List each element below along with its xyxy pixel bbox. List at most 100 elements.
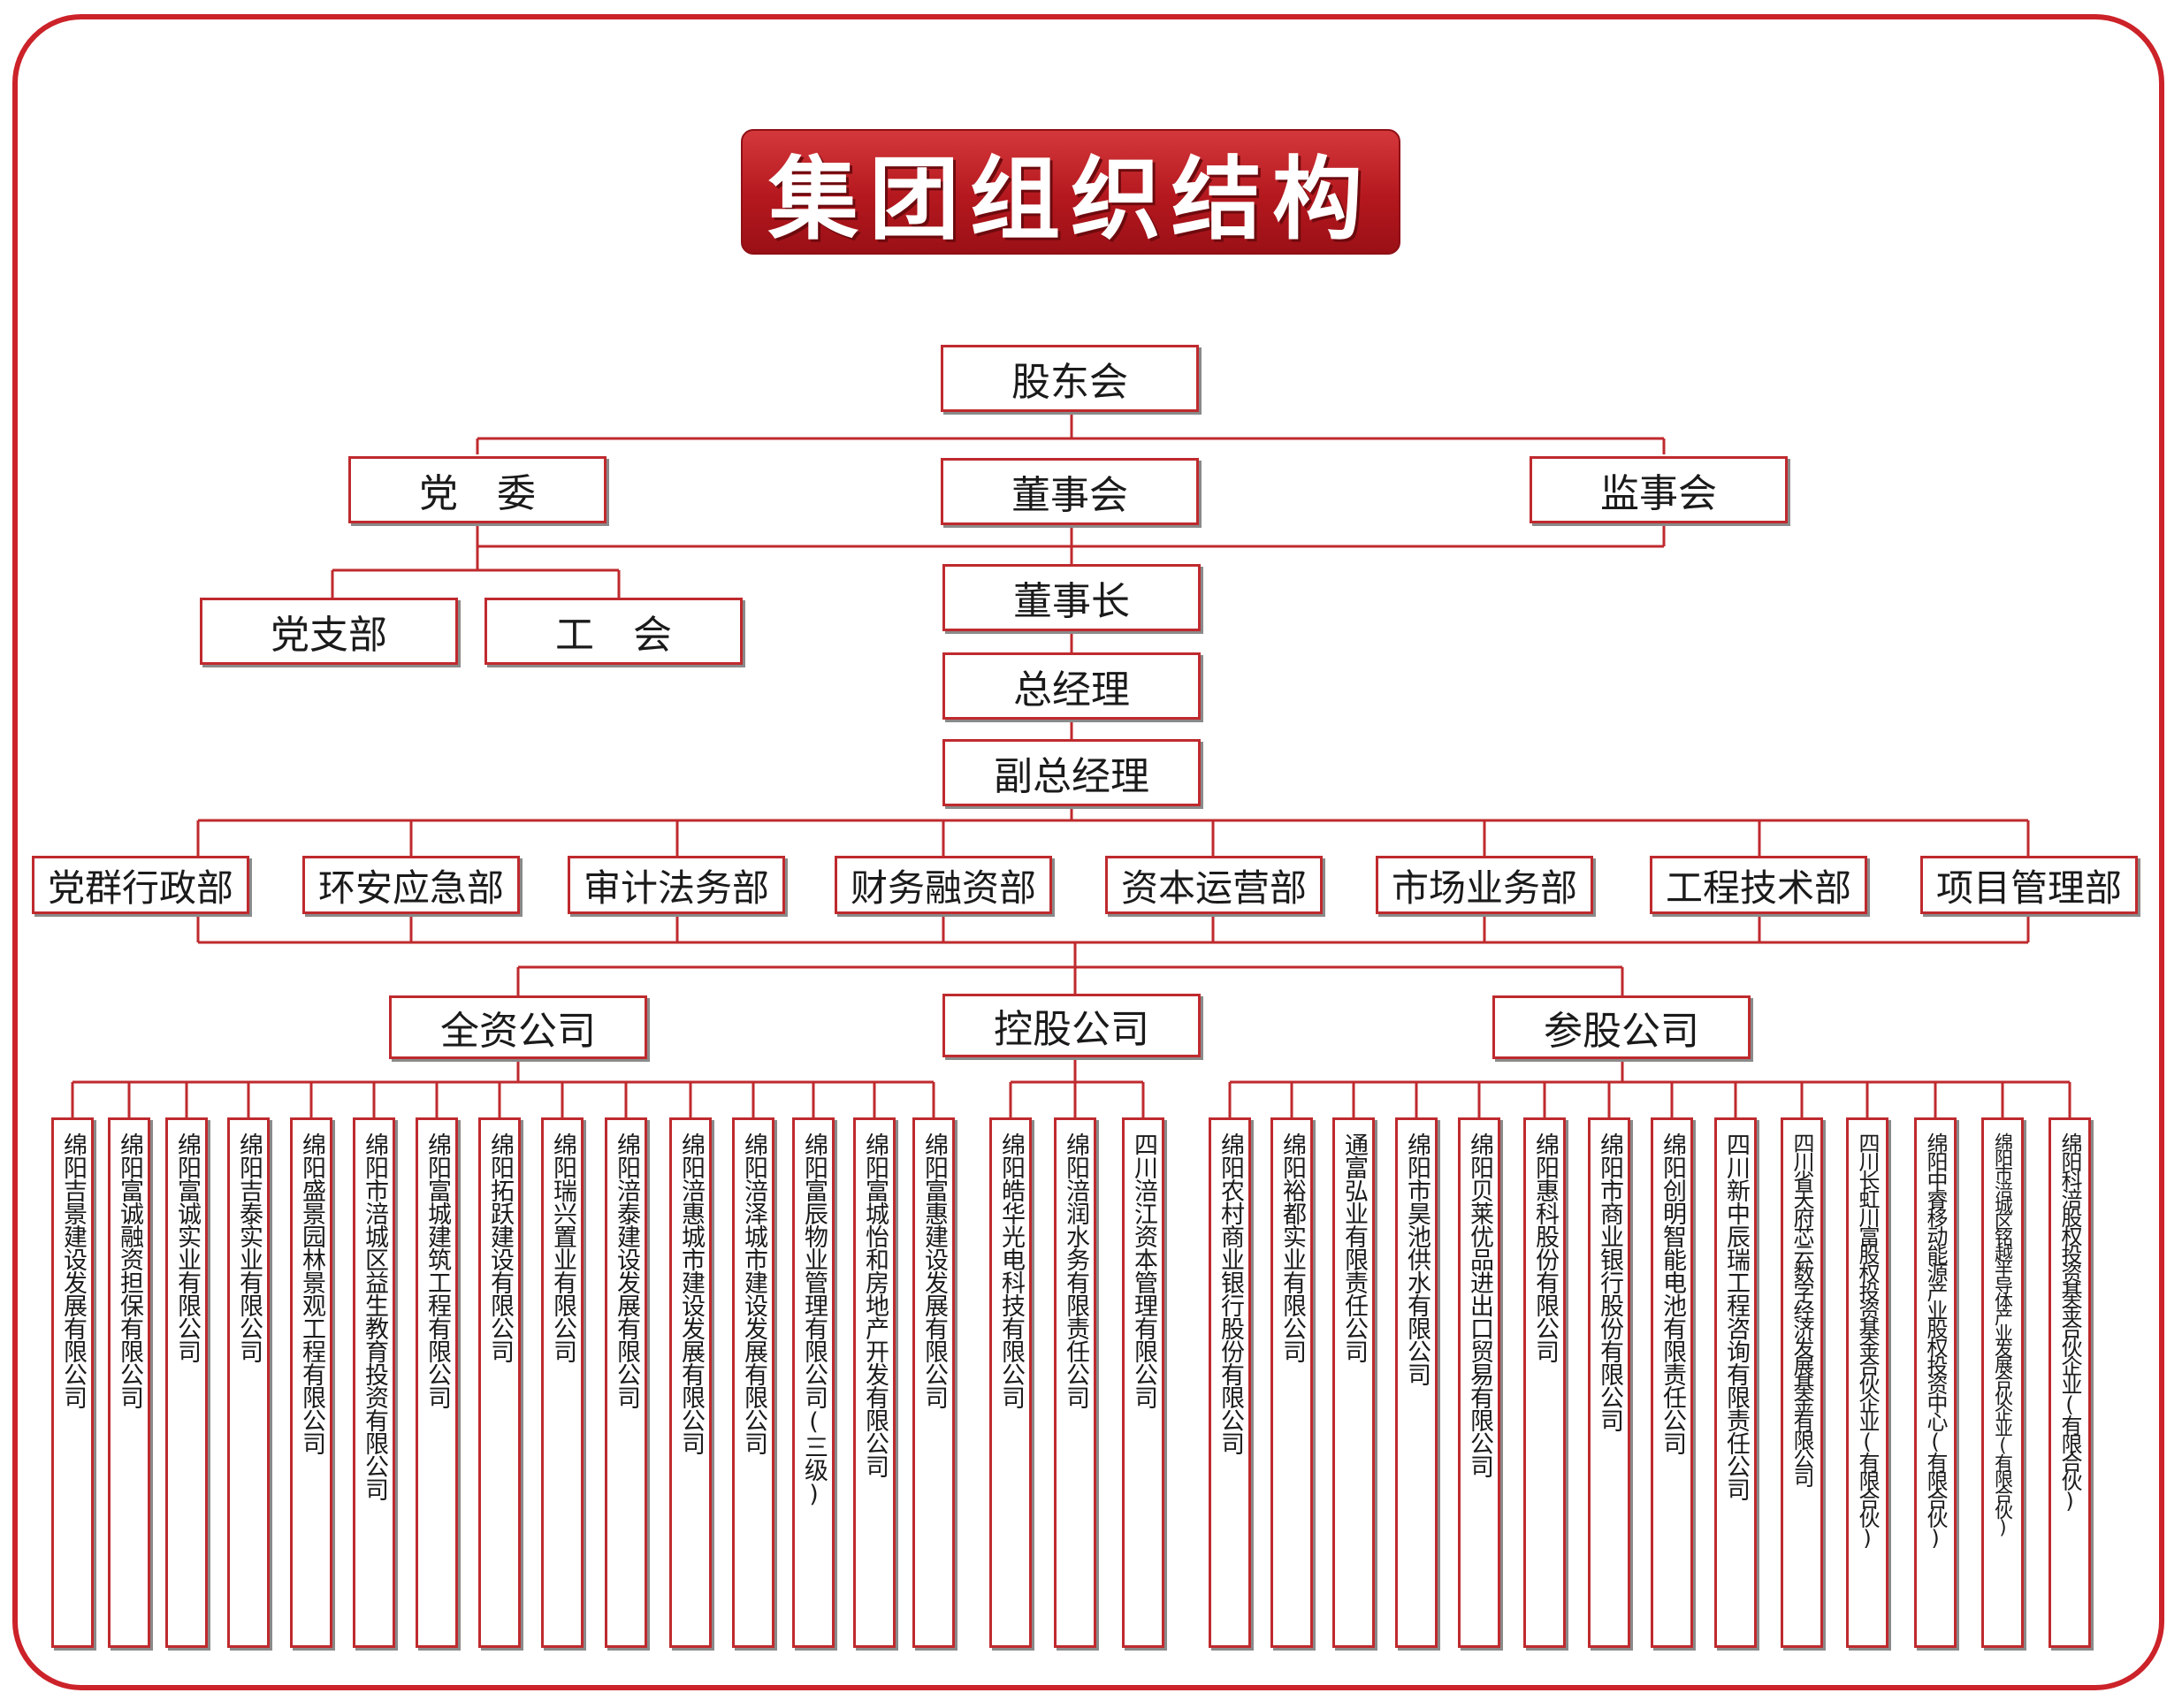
board-of-supervisors-label: 监事会 bbox=[1600, 471, 1717, 516]
department-label: 工程技术部 bbox=[1665, 865, 1851, 910]
department-box: 项目管理部 bbox=[1920, 856, 2138, 914]
company-name: 绵阳皓华光电科技有限公司 bbox=[997, 1132, 1025, 1408]
department-box: 党群行政部 bbox=[32, 856, 249, 914]
company-box: 绵阳富辰物业管理有限公司(三级) bbox=[792, 1117, 835, 1648]
company-name: 绵阳拓跃建设有限公司 bbox=[486, 1132, 514, 1362]
company-box: 绵阳吉泰实业有限公司 bbox=[227, 1117, 270, 1648]
board-of-directors-label: 董事会 bbox=[1011, 473, 1128, 518]
company-name: 绵阳创明智能电池有限责任公司 bbox=[1659, 1132, 1686, 1454]
company-name: 绵阳中睿移动能源产业股权投资中心(有限合伙) bbox=[1923, 1132, 1948, 1548]
company-box: 绵阳富城建筑工程有限公司 bbox=[416, 1117, 458, 1648]
company-box: 绵阳贝莱优品进出口贸易有限公司 bbox=[1458, 1117, 1500, 1648]
chairman-box: 董事长 bbox=[942, 564, 1201, 631]
company-name: 绵阳农村商业银行股份有限公司 bbox=[1217, 1132, 1244, 1454]
general-manager-box: 总经理 bbox=[942, 652, 1201, 720]
company-box: 绵阳拓跃建设有限公司 bbox=[478, 1117, 521, 1648]
company-box: 四川涪江资本管理有限公司 bbox=[1122, 1117, 1164, 1648]
page-title: 集团组织结构 bbox=[768, 147, 1373, 253]
company-name: 绵阳盛景园林景观工程有限公司 bbox=[298, 1132, 325, 1454]
company-name: 四川省天府芯云数字经济发展基金有限公司 bbox=[1789, 1132, 1814, 1485]
company-name: 绵阳吉泰实业有限公司 bbox=[235, 1132, 263, 1362]
board-of-directors-box: 董事会 bbox=[941, 458, 1199, 525]
general-manager-label: 总经理 bbox=[1013, 667, 1130, 713]
party-committee-box: 党 委 bbox=[348, 456, 607, 523]
holding-companies-box: 控股公司 bbox=[942, 994, 1201, 1057]
company-name: 绵阳涪惠城市建设发展有限公司 bbox=[677, 1132, 705, 1454]
department-box: 工程技术部 bbox=[1650, 856, 1867, 914]
shareholders-meeting-label: 股东会 bbox=[1011, 360, 1128, 405]
company-box: 绵阳吉景建设发展有限公司 bbox=[51, 1117, 94, 1648]
company-box: 绵阳科涪股权投资基金合伙企业(有限合伙) bbox=[2048, 1117, 2091, 1648]
company-box: 绵阳涪泽城市建设发展有限公司 bbox=[732, 1117, 774, 1648]
deputy-general-manager-label: 副总经理 bbox=[994, 754, 1149, 799]
company-name: 绵阳科涪股权投资基金合伙企业(有限合伙) bbox=[2057, 1132, 2082, 1511]
department-label: 资本运营部 bbox=[1120, 865, 1307, 910]
company-name: 四川涪江资本管理有限公司 bbox=[1130, 1132, 1157, 1408]
company-name: 绵阳富诚融资担保有限公司 bbox=[116, 1132, 143, 1408]
company-name: 绵阳市涪城区益生教育投资有限公司 bbox=[361, 1132, 388, 1500]
company-box: 绵阳富惠建设发展有限公司 bbox=[912, 1117, 955, 1648]
company-name: 绵阳富辰物业管理有限公司(三级) bbox=[800, 1132, 828, 1507]
department-box: 环安应急部 bbox=[302, 856, 520, 914]
wholly-owned-companies-label: 全资公司 bbox=[440, 1009, 596, 1054]
company-box: 绵阳市涪城区益生教育投资有限公司 bbox=[353, 1117, 395, 1648]
company-box: 四川新中辰瑞工程咨询有限责任公司 bbox=[1714, 1117, 1757, 1648]
department-label: 审计法务部 bbox=[583, 865, 769, 910]
department-label: 项目管理部 bbox=[1935, 865, 2122, 910]
board-of-supervisors-box: 监事会 bbox=[1530, 456, 1788, 523]
party-branch-label: 党支部 bbox=[271, 613, 387, 658]
company-name: 绵阳富城怡和房地产开发有限公司 bbox=[861, 1132, 889, 1477]
party-branch-box: 党支部 bbox=[200, 598, 458, 665]
labor-union-label: 工 会 bbox=[555, 613, 672, 658]
company-name: 绵阳贝莱优品进出口贸易有限公司 bbox=[1466, 1132, 1493, 1477]
company-name: 绵阳富城建筑工程有限公司 bbox=[423, 1132, 451, 1408]
department-label: 环安应急部 bbox=[317, 865, 504, 910]
company-box: 绵阳盛景园林景观工程有限公司 bbox=[290, 1117, 332, 1648]
page-frame bbox=[12, 14, 2164, 1690]
company-box: 通富弘业有限责任公司 bbox=[1332, 1117, 1375, 1648]
company-name: 通富弘业有限责任公司 bbox=[1340, 1132, 1368, 1362]
department-label: 市场业务部 bbox=[1391, 865, 1577, 910]
company-name: 绵阳市商业银行股份有限公司 bbox=[1596, 1132, 1623, 1431]
company-name: 四川长虹川富股权投资基金合伙企业(有限合伙) bbox=[1855, 1132, 1880, 1548]
participating-companies-box: 参股公司 bbox=[1492, 995, 1751, 1059]
company-box: 绵阳富诚融资担保有限公司 bbox=[108, 1117, 150, 1648]
department-box: 审计法务部 bbox=[568, 856, 785, 914]
party-committee-label: 党 委 bbox=[419, 471, 536, 516]
company-name: 绵阳吉景建设发展有限公司 bbox=[59, 1132, 87, 1408]
company-box: 绵阳裕都实业有限公司 bbox=[1270, 1117, 1313, 1648]
company-name: 绵阳涪泰建设发展有限公司 bbox=[613, 1132, 640, 1408]
company-name: 绵阳惠科股份有限公司 bbox=[1531, 1132, 1559, 1362]
department-box: 财务融资部 bbox=[835, 856, 1052, 914]
company-name: 绵阳富诚实业有限公司 bbox=[173, 1132, 201, 1362]
company-name: 四川新中辰瑞工程咨询有限责任公司 bbox=[1722, 1132, 1750, 1500]
company-name: 绵阳市涪城区铭越半导体产业发展合伙企业(有限合伙) bbox=[1992, 1132, 2014, 1536]
company-name: 绵阳富惠建设发展有限公司 bbox=[920, 1132, 948, 1408]
company-box: 绵阳农村商业银行股份有限公司 bbox=[1209, 1117, 1251, 1648]
wholly-owned-companies-box: 全资公司 bbox=[389, 995, 647, 1059]
department-label: 财务融资部 bbox=[850, 865, 1036, 910]
company-name: 绵阳涪润水务有限责任公司 bbox=[1062, 1132, 1089, 1408]
company-box: 绵阳富城怡和房地产开发有限公司 bbox=[853, 1117, 896, 1648]
company-box: 绵阳富诚实业有限公司 bbox=[165, 1117, 208, 1648]
department-label: 党群行政部 bbox=[47, 865, 233, 910]
title-banner: 集团组织结构 bbox=[741, 129, 1400, 255]
company-box: 绵阳市涪城区铭越半导体产业发展合伙企业(有限合伙) bbox=[1981, 1117, 2024, 1648]
company-box: 绵阳涪润水务有限责任公司 bbox=[1054, 1117, 1096, 1648]
deputy-general-manager-box: 副总经理 bbox=[942, 739, 1201, 806]
shareholders-meeting-box: 股东会 bbox=[941, 345, 1199, 412]
company-box: 绵阳涪泰建设发展有限公司 bbox=[605, 1117, 647, 1648]
company-name: 绵阳市昊池供水有限公司 bbox=[1403, 1132, 1431, 1385]
company-name: 绵阳裕都实业有限公司 bbox=[1278, 1132, 1306, 1362]
labor-union-box: 工 会 bbox=[484, 598, 743, 665]
company-box: 绵阳瑞兴置业有限公司 bbox=[541, 1117, 584, 1648]
company-name: 绵阳瑞兴置业有限公司 bbox=[549, 1132, 576, 1362]
company-name: 绵阳涪泽城市建设发展有限公司 bbox=[740, 1132, 767, 1454]
department-box: 市场业务部 bbox=[1376, 856, 1593, 914]
company-box: 绵阳创明智能电池有限责任公司 bbox=[1651, 1117, 1693, 1648]
company-box: 绵阳市昊池供水有限公司 bbox=[1395, 1117, 1438, 1648]
chairman-label: 董事长 bbox=[1013, 579, 1130, 624]
company-box: 绵阳涪惠城市建设发展有限公司 bbox=[669, 1117, 712, 1648]
company-box: 绵阳市商业银行股份有限公司 bbox=[1588, 1117, 1630, 1648]
